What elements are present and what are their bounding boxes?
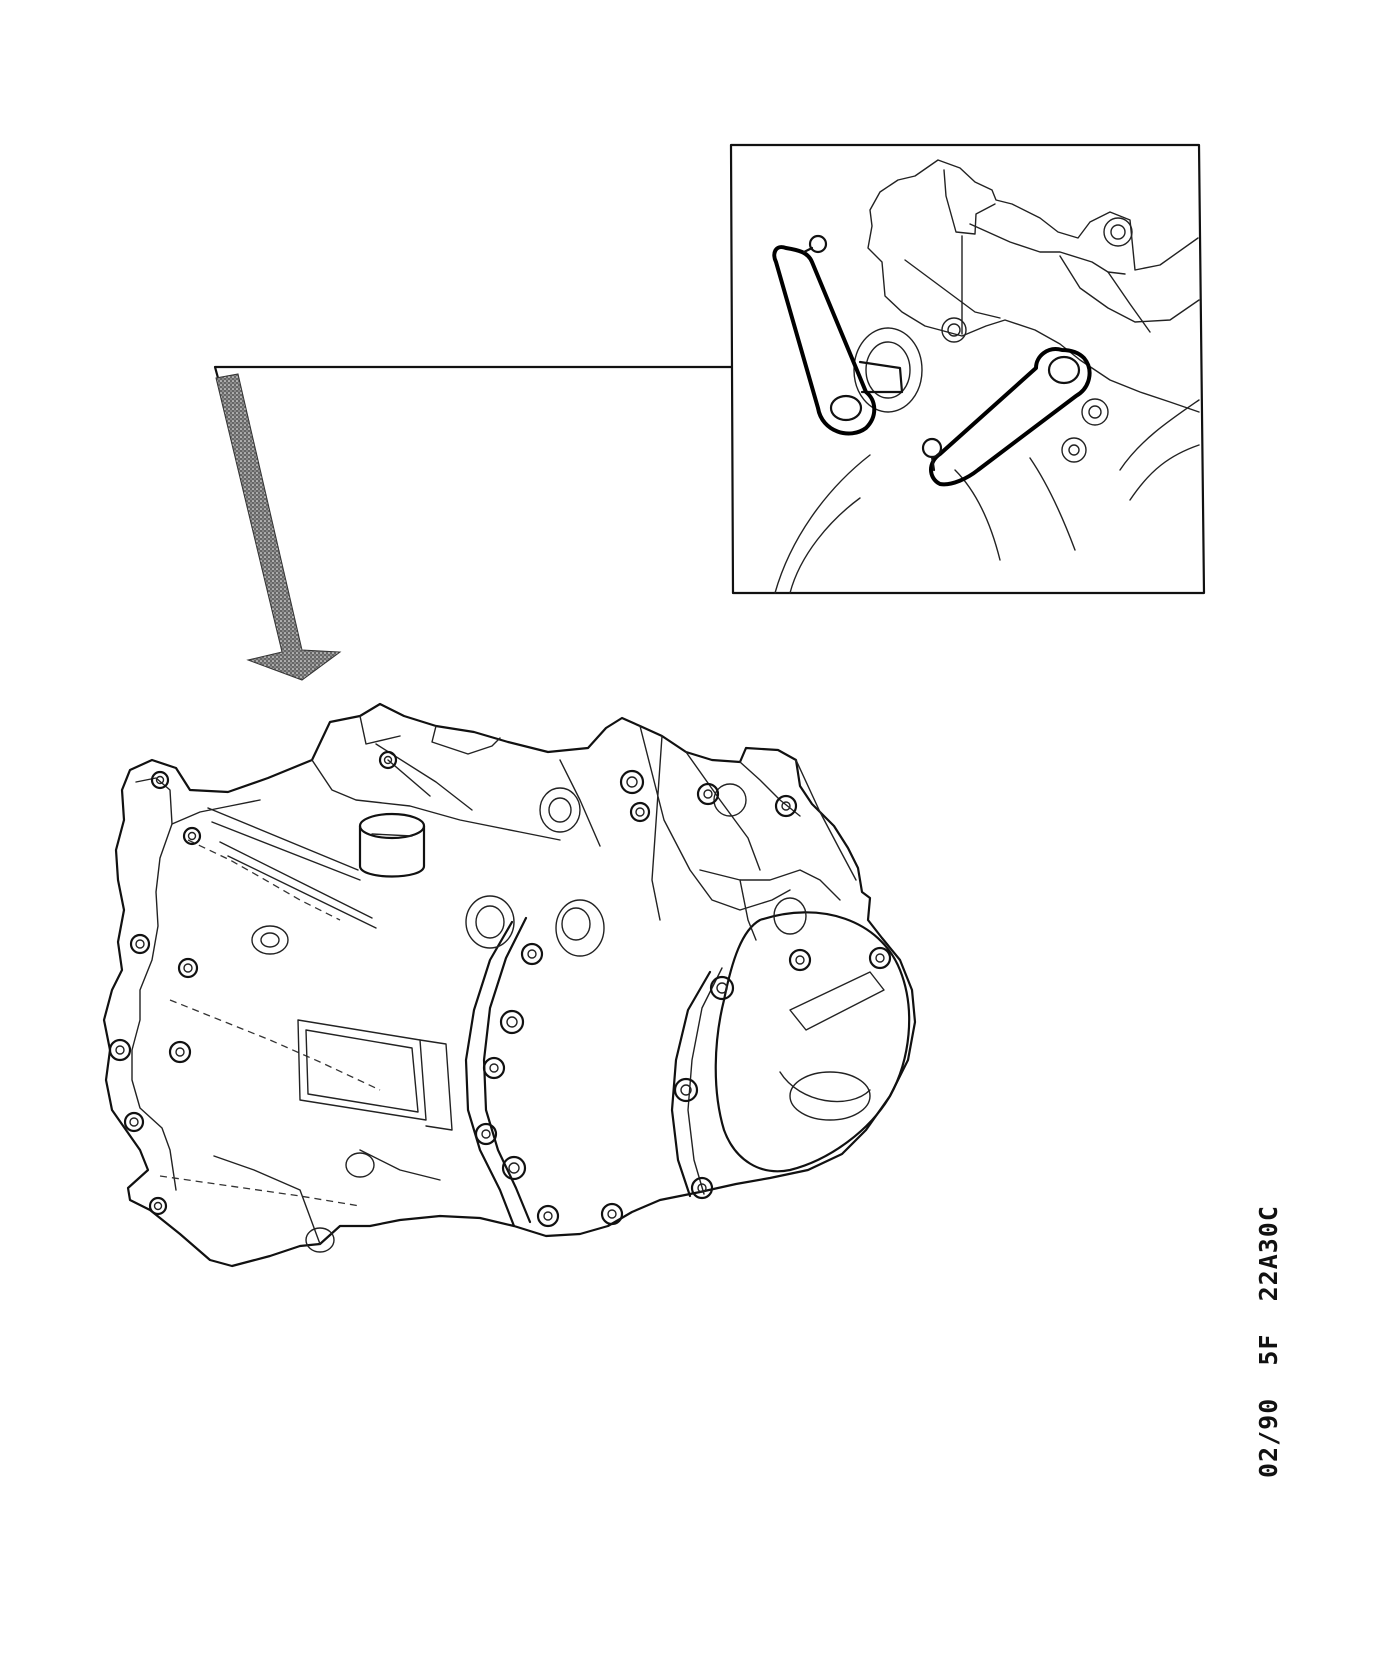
- selector-lever-lower: [921, 347, 1092, 487]
- gearbox-assembly: [102, 702, 917, 1268]
- caption-reference: 22A30C: [1254, 1205, 1283, 1302]
- caption-date: 02/90: [1254, 1397, 1283, 1478]
- detail-inset-frame: [729, 143, 1206, 595]
- mounting-bolts: [108, 750, 892, 1228]
- leader-line: [213, 365, 733, 380]
- drawing-reference-caption: 02/90 5F 22A30C: [1254, 1205, 1283, 1478]
- detail-housing: [774, 159, 1200, 594]
- caption-code: 5F: [1254, 1333, 1283, 1366]
- selector-lever-upper: [772, 234, 904, 436]
- pointer-arrow: [215, 373, 342, 681]
